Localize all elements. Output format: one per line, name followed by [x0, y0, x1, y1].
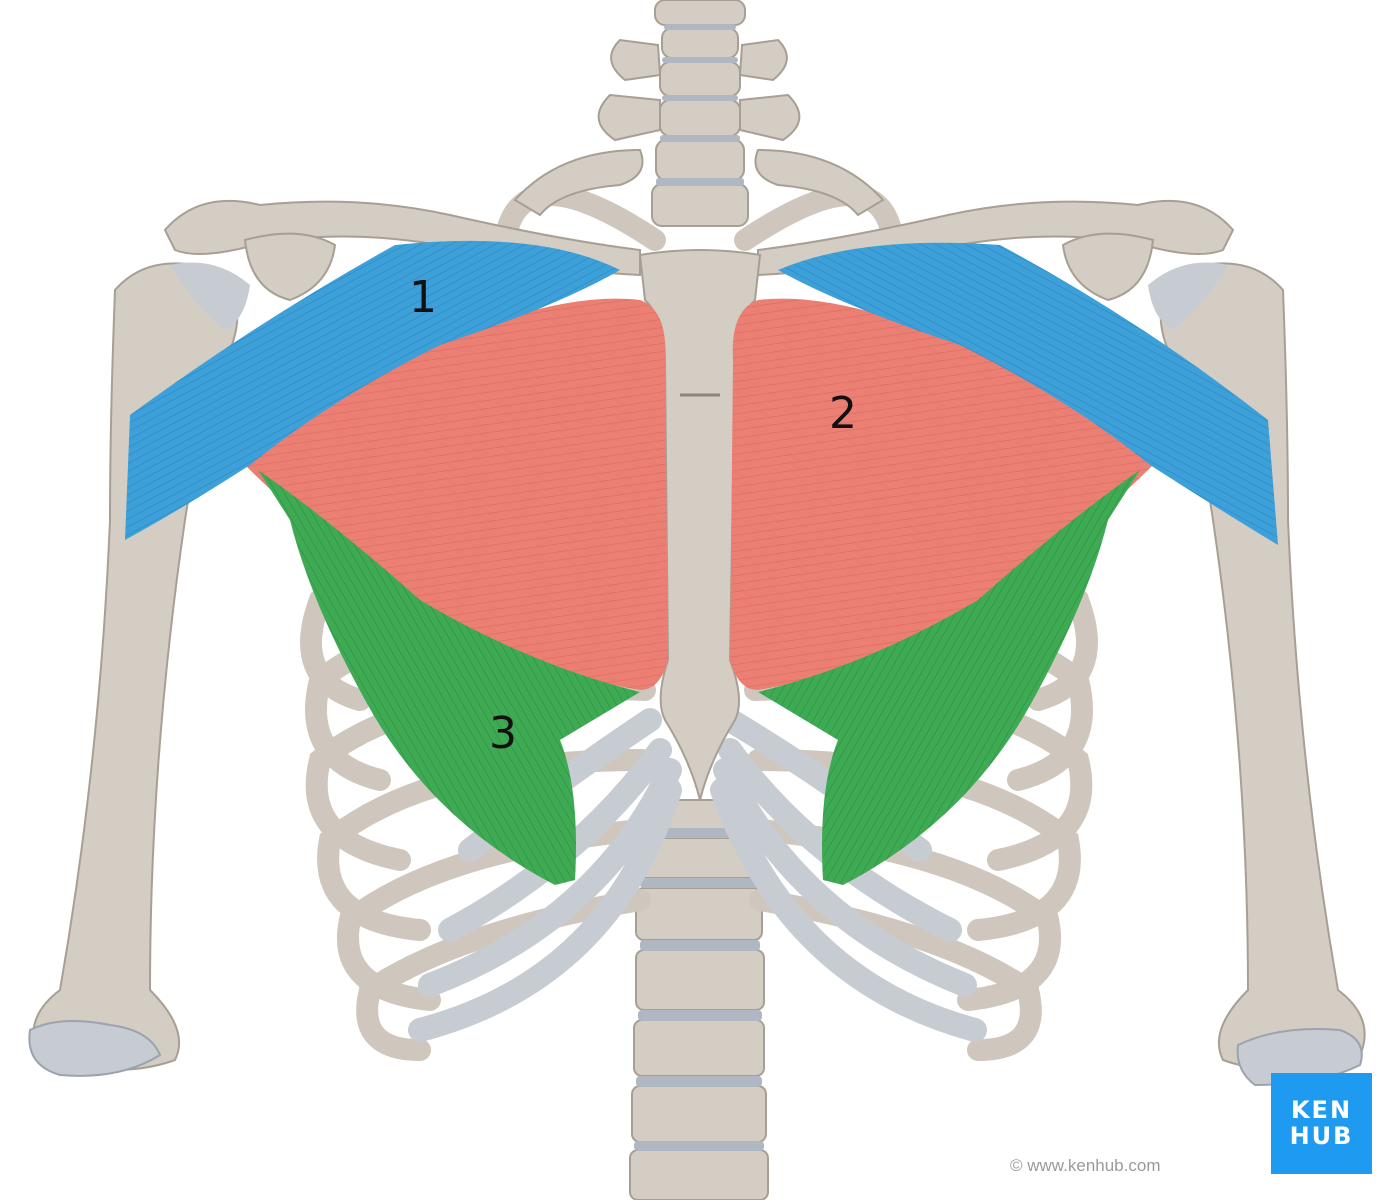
logo-line-1: KEN: [1290, 1096, 1353, 1125]
copyright-text: © www.kenhub.com: [1010, 1156, 1161, 1175]
logo-line-2: HUB: [1289, 1121, 1354, 1150]
label-3: 3: [489, 708, 517, 759]
muscle-red-left: [245, 298, 668, 690]
label-2: 2: [829, 388, 857, 439]
muscle-red-right: [730, 298, 1153, 690]
kenhub-logo[interactable]: KEN HUB: [1271, 1073, 1372, 1174]
muscle-green-left: [258, 470, 640, 885]
muscle-blue-right: [778, 242, 1278, 545]
muscle-blue-left: [125, 240, 620, 540]
muscle-green-right: [758, 470, 1140, 885]
intervertebral-discs: [634, 24, 764, 1151]
label-1: 1: [409, 272, 437, 323]
